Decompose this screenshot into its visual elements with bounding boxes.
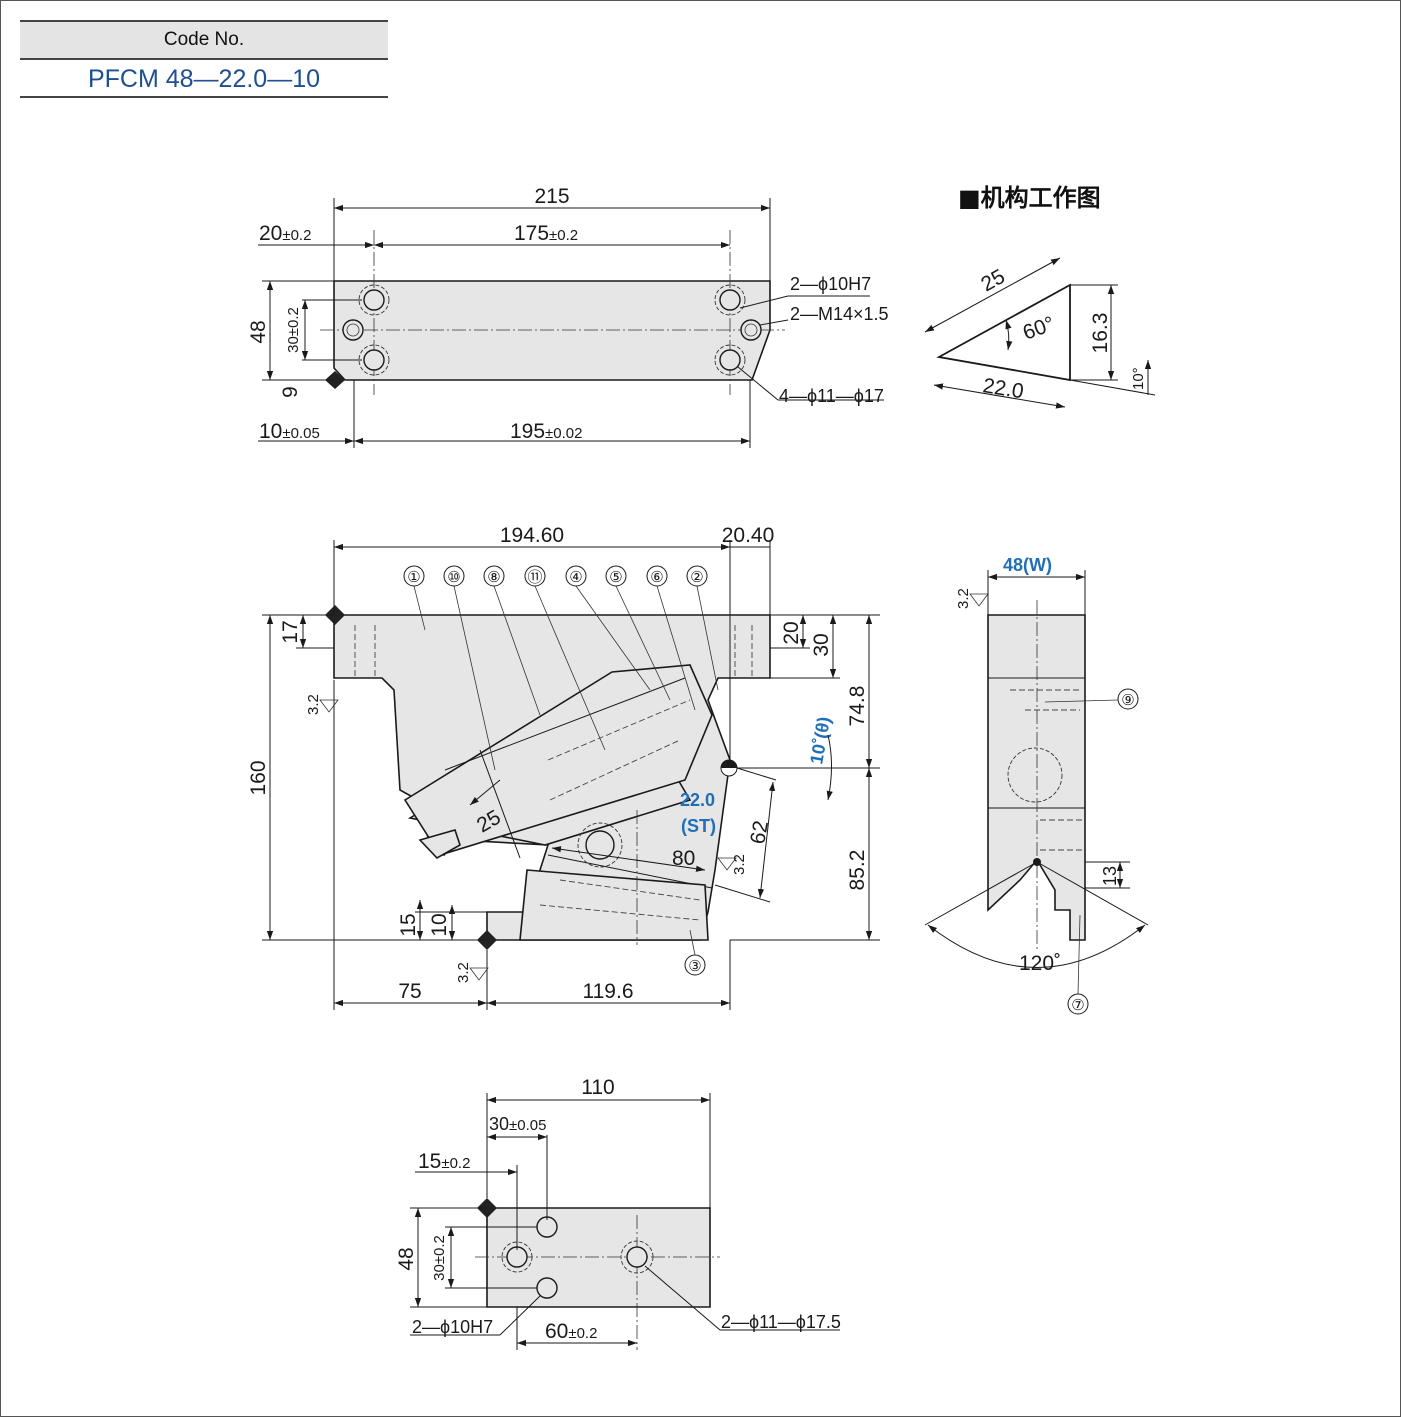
dim-15: 15: [397, 913, 420, 936]
dim-20: 20: [780, 621, 803, 644]
dim-195: 195±0.02: [510, 420, 582, 443]
callout-pin: 2—ϕ10H7: [790, 274, 871, 294]
dim-30: 30: [810, 633, 833, 656]
top-view-plate: [333, 280, 771, 381]
dim-215: 215: [534, 185, 569, 208]
dim-160: 160: [247, 760, 270, 795]
top-view-holes: [342, 284, 762, 376]
front-view: ① ⑩ ⑧ ⑪ ④ ⑤ ⑥ ② ③ 194.60 20.40: [247, 524, 880, 1010]
dim-60: 60±0.2: [545, 1320, 597, 1343]
code-number-value: PFCM 48—22.0—10: [20, 60, 388, 98]
dim-110: 110: [581, 1076, 614, 1099]
code-number-header: Code No.: [20, 20, 388, 60]
angle-label: 10˚(θ): [806, 715, 834, 765]
mech-tilt: 10°: [1130, 367, 1147, 390]
dim-30-bottom: 30±0.05: [489, 1114, 546, 1134]
top-view: 215 20±0.2 175±0.2 48 30±0.2 9 10±0.05 1…: [247, 185, 889, 448]
mechanism-diagram: ■机构工作图 25 60° 16.3 22.0 10°: [924, 184, 1156, 409]
side-angle: 120˚: [1019, 952, 1061, 975]
svg-text:①: ①: [407, 569, 420, 586]
dim-30-pitch-bottom: 30±0.2: [431, 1235, 448, 1281]
side-width: 48(W): [1003, 555, 1052, 575]
svg-text:⑥: ⑥: [650, 569, 663, 586]
dim-20: 20±0.2: [259, 222, 311, 245]
svg-text:⑪: ⑪: [527, 569, 542, 586]
svg-text:3.2: 3.2: [731, 854, 748, 875]
dim-9: 9: [279, 386, 302, 398]
code-number-box: Code No. PFCM 48—22.0—10: [20, 20, 388, 98]
callout-bolt-bottom: 2—ϕ11—ϕ17.5: [721, 1312, 841, 1332]
stroke-value: 22.0: [680, 790, 715, 810]
dim-20-40: 20.40: [722, 524, 775, 547]
dim-48-bottom: 48: [395, 1247, 418, 1270]
dim-175: 175±0.2: [514, 222, 578, 245]
dim-15-bottom: 15±0.2: [418, 1150, 470, 1173]
dim-75: 75: [398, 980, 421, 1003]
callout-bolt: 4—ϕ11—ϕ17: [779, 386, 884, 406]
dim-10: 10±0.05: [259, 420, 320, 443]
dim-119: 119.6: [583, 980, 634, 1003]
dim-80: 80: [672, 847, 695, 870]
callout-pin-bottom: 2—ϕ10H7: [412, 1317, 493, 1337]
svg-text:⑩: ⑩: [447, 569, 460, 586]
stroke-tag: (ST): [681, 816, 716, 836]
dim-62: 62: [746, 819, 773, 846]
side-body: [987, 614, 1086, 941]
svg-text:3.2: 3.2: [305, 694, 322, 715]
svg-text:⑧: ⑧: [487, 569, 500, 586]
svg-text:3.2: 3.2: [455, 962, 472, 983]
mech-hyp: 25: [977, 265, 1009, 296]
dim-194: 194.60: [500, 524, 564, 547]
dim-17: 17: [279, 620, 302, 643]
mech-base: 22.0: [981, 374, 1025, 403]
front-balloons: ① ⑩ ⑧ ⑪ ④ ⑤ ⑥ ② ③: [403, 565, 719, 976]
balloon-9: ⑨: [1121, 692, 1134, 709]
svg-text:③: ③: [688, 958, 701, 975]
svg-text:②: ②: [690, 569, 703, 586]
dim-85: 85.2: [846, 850, 869, 891]
dim-48: 48: [247, 320, 270, 343]
side-roughness: 3.2: [955, 588, 972, 609]
svg-text:⑤: ⑤: [609, 569, 622, 586]
mech-height: 16.3: [1089, 313, 1112, 354]
side-view: 48(W) 3.2 120˚ 13 ⑨ ⑦: [924, 555, 1149, 1015]
bottom-view: 110 30±0.05 15±0.2 48 30±0.2 60±0.2 2—ϕ1…: [395, 1076, 841, 1350]
dim-74: 74.8: [846, 686, 869, 727]
mechanism-title: ■机构工作图: [958, 184, 1101, 212]
balloon-7: ⑦: [1071, 997, 1084, 1014]
callout-thread: 2—M14×1.5: [790, 304, 889, 324]
dim-30: 30±0.2: [285, 307, 302, 353]
roughness-marks: 3.2 3.2 3.2: [305, 694, 748, 983]
svg-text:④: ④: [569, 569, 582, 586]
side-13: 13: [1100, 866, 1120, 886]
dim-10: 10: [428, 913, 451, 936]
